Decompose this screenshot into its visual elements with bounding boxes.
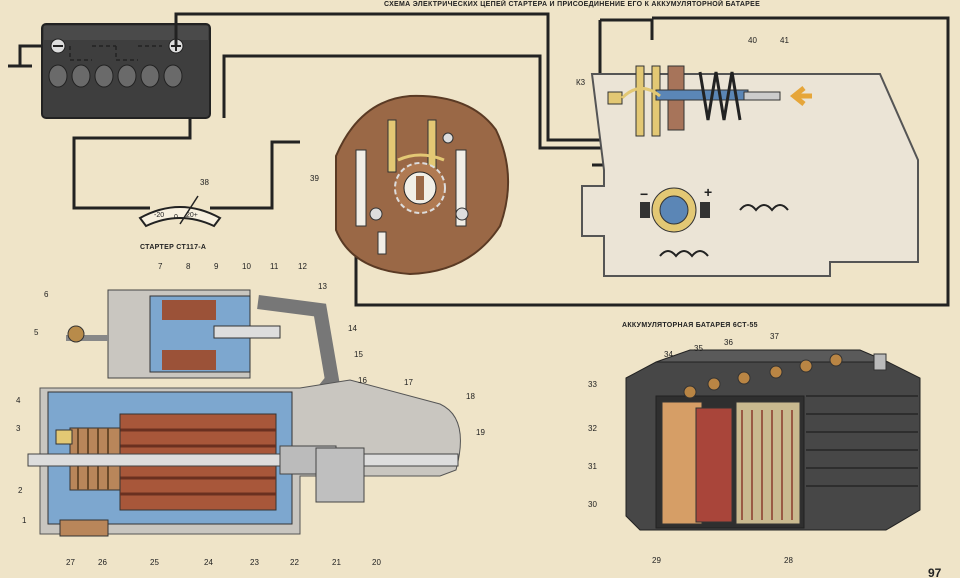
callout-38: 38 [200, 178, 209, 187]
callout-6: 6 [44, 290, 49, 299]
callout-32: 32 [588, 424, 597, 433]
callout-10: 10 [242, 262, 251, 271]
callout-30: 30 [588, 500, 597, 509]
callout-5: 5 [34, 328, 39, 337]
callout-7: 7 [158, 262, 163, 271]
callout-41: 41 [780, 36, 789, 45]
callout-26: 26 [98, 558, 107, 567]
callout-35: 35 [694, 344, 703, 353]
callout-23: 23 [250, 558, 259, 567]
callout-24: 24 [204, 558, 213, 567]
callout-4: 4 [16, 396, 21, 405]
callout-8: 8 [186, 262, 191, 271]
callout-27: 27 [66, 558, 75, 567]
callout-22: 22 [290, 558, 299, 567]
callout-31: 31 [588, 462, 597, 471]
callout-15: 15 [354, 350, 363, 359]
callout-9: 9 [214, 262, 219, 271]
callout-40: 40 [748, 36, 757, 45]
callout-14: 14 [348, 324, 357, 333]
callout-3: 3 [16, 424, 21, 433]
callout-37: 37 [770, 332, 779, 341]
starter-schematic [581, 65, 919, 277]
callout-36: 36 [724, 338, 733, 347]
minus-terminal-label: − [640, 186, 649, 202]
callout-k3: К3 [576, 78, 586, 87]
starter-cutaway [27, 289, 461, 537]
ammeter [138, 195, 222, 228]
ground-wire [8, 44, 42, 68]
callout-16: 16 [358, 376, 367, 385]
ignition-switch [335, 94, 510, 276]
ammeter-scale-mid: 0 [174, 214, 178, 221]
battery-title: АККУМУЛЯТОРНАЯ БАТАРЕЯ 6СТ-55 [622, 322, 758, 329]
ammeter-scale-right: 20+ [186, 212, 198, 219]
page-number: 97 [928, 566, 942, 578]
battery-cutaway [625, 349, 921, 531]
battery-symbol [41, 23, 211, 119]
callout-17: 17 [404, 378, 413, 387]
header-title: СХЕМА ЭЛЕКТРИЧЕСКИХ ЦЕПЕЙ СТАРТЕРА И ПРИ… [384, 1, 761, 8]
callout-34: 34 [664, 350, 673, 359]
ammeter-scale-left: -20 [154, 212, 165, 219]
callout-25: 25 [150, 558, 159, 567]
callout-19: 19 [476, 428, 485, 437]
callout-11: 11 [270, 262, 279, 271]
starter-title: СТАРТЕР СТ117-А [140, 244, 207, 251]
callout-13: 13 [318, 282, 327, 291]
plus-terminal-label: + [704, 184, 713, 200]
callout-20: 20 [372, 558, 381, 567]
callout-39: 39 [310, 174, 319, 183]
callout-1: 1 [22, 516, 27, 525]
callout-2: 2 [18, 486, 23, 495]
callout-12: 12 [298, 262, 307, 271]
callout-29: 29 [652, 556, 661, 565]
callout-21: 21 [332, 558, 341, 567]
callout-18: 18 [466, 392, 475, 401]
callout-33: 33 [588, 380, 597, 389]
callout-28: 28 [784, 556, 793, 565]
